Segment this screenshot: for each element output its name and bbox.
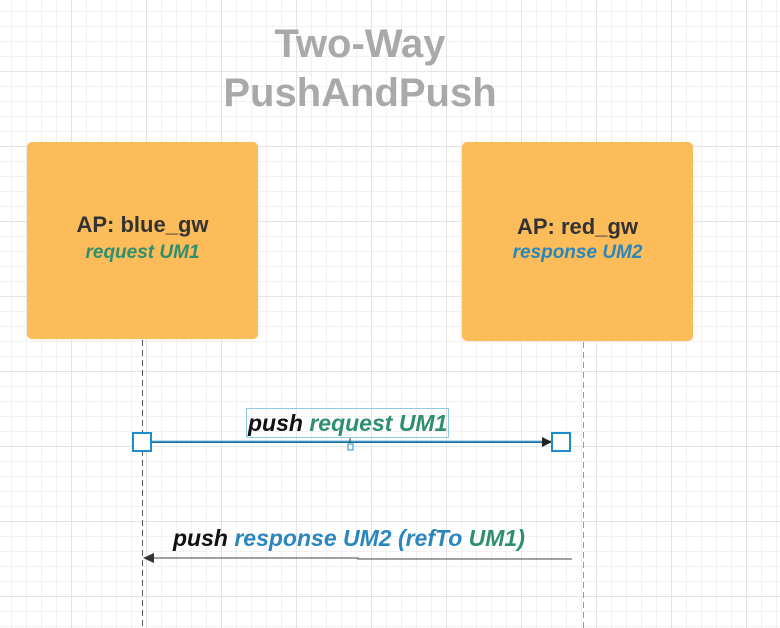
diagram-title-line-1: Two-Way (274, 22, 446, 66)
blue-gw-actor-box[interactable]: AP: blue_gw request UM1 (27, 142, 258, 339)
red-gw-actor-box[interactable]: AP: red_gw response UM2 (462, 142, 693, 341)
red-gw-name: AP: red_gw (516, 214, 639, 239)
blue-gw-role: request UM1 (85, 242, 200, 263)
diagram-title-line-2: PushAndPush (223, 71, 497, 115)
blue-gw-name: AP: blue_gw (76, 212, 209, 237)
request-arrowhead (542, 437, 552, 447)
request-message-text: request UM1 (309, 410, 448, 436)
request-message-verb: push (248, 410, 303, 436)
response-arrow-line[interactable] (150, 557, 572, 560)
response-arrowhead (143, 553, 154, 563)
request-message-label[interactable]: push request UM1 (246, 408, 450, 438)
red-gw-role: response UM2 (512, 242, 643, 263)
request-arrow-end-handle[interactable] (551, 432, 571, 452)
response-message-verb: push (173, 525, 228, 551)
request-arrow-midpoint-handle[interactable] (347, 443, 354, 451)
response-message-label[interactable]: push response UM2 (refTo UM1) (173, 524, 525, 552)
response-message-ref: UM1) (468, 525, 525, 551)
request-arrow-start-handle[interactable] (132, 432, 152, 452)
response-message-text: response UM2 (refTo (234, 525, 463, 551)
